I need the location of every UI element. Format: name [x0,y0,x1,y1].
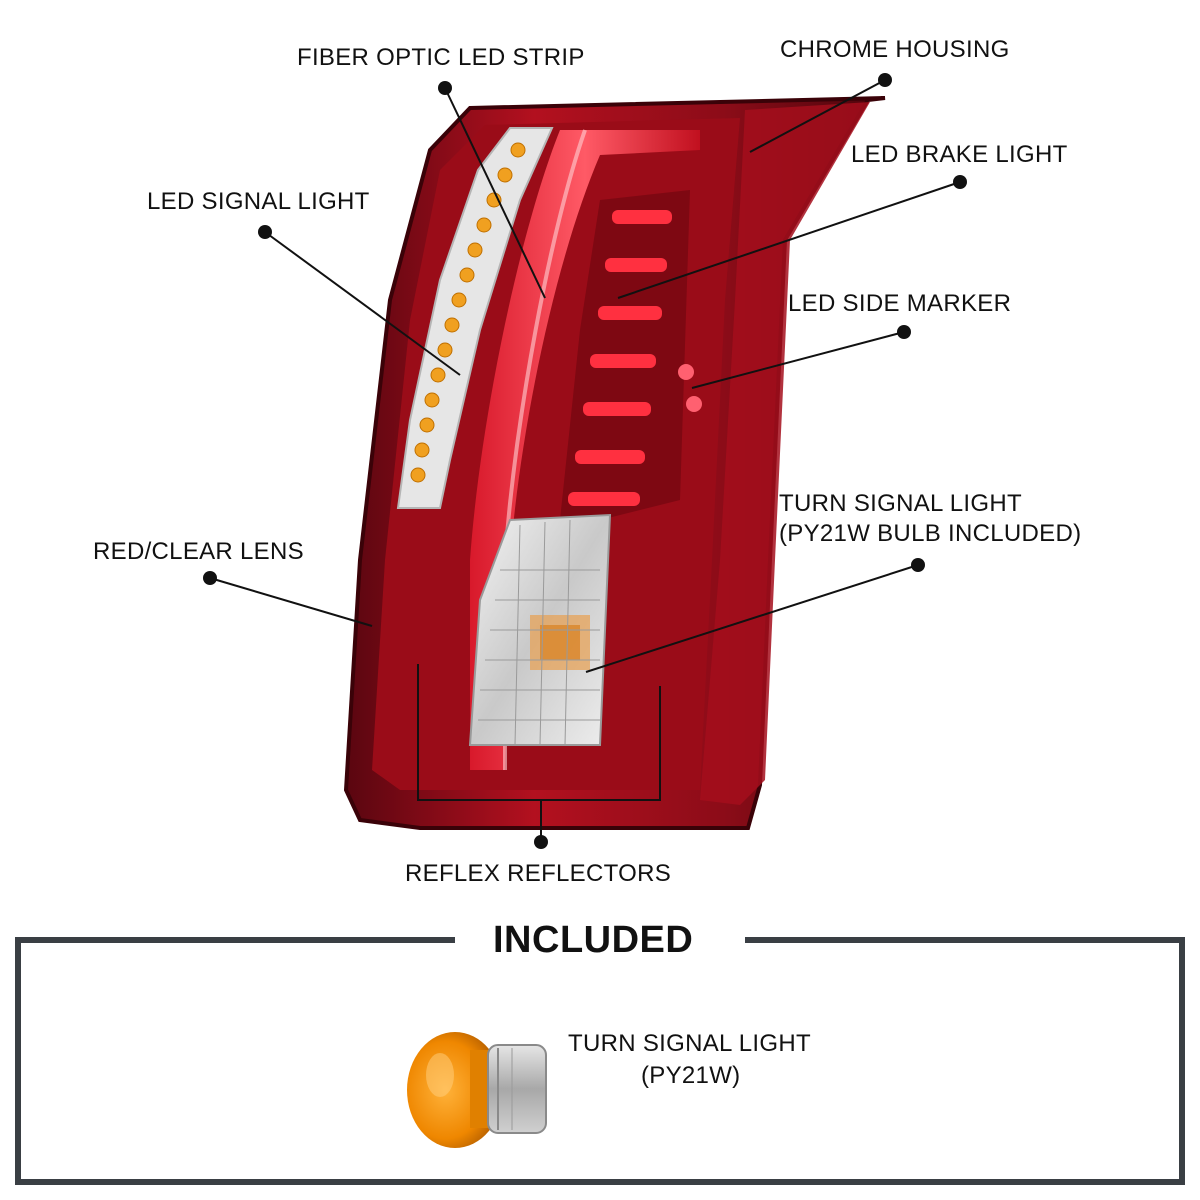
py21w-bulb-image [407,1032,547,1148]
brake-leds [568,210,672,506]
chrome-edge [700,102,870,805]
bulb-label-line2: (PY21W) [641,1062,741,1089]
reflectors-label: REFLEX REFLECTORS [405,860,672,887]
turn-signal-facets [478,519,600,746]
brake-light-label: LED BRAKE LIGHT [851,141,1068,168]
turn-signal-label-line2: (PY21W BULB INCLUDED) [779,520,1082,547]
turn-signal-label-line1: TURN SIGNAL LIGHT [779,490,1022,517]
chrome-housing-label: CHROME HOUSING [780,36,1010,63]
lens-label: RED/CLEAR LENS [93,538,304,565]
included-frame [15,937,1185,1185]
side-marker-leds [678,364,702,412]
callout-dots [203,73,967,849]
fiber-optic-label: FIBER OPTIC LED STRIP [297,44,585,71]
signal-light-label: LED SIGNAL LIGHT [147,188,370,215]
callout-lines [209,79,961,842]
turn-signal-bulb-glow [530,615,590,670]
bulb-label-line1: TURN SIGNAL LIGHT [568,1030,811,1057]
side-marker-label: LED SIDE MARKER [788,290,1012,317]
fiber-optic-tube [470,130,700,770]
signal-strip [396,127,554,509]
included-heading: INCLUDED [493,919,694,961]
